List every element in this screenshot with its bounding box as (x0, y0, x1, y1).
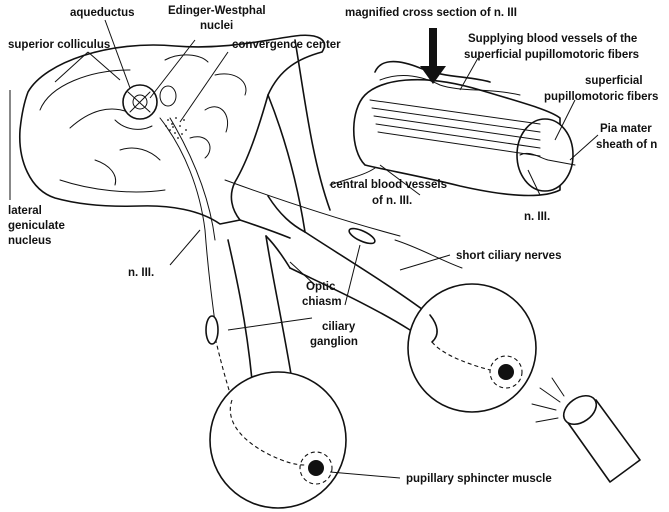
label-supplying-vessels-line2: superficial pupillomotoric fibers (464, 49, 639, 61)
label-superior-colliculus: superior colliculus (8, 39, 110, 51)
labels: aqueductus Edinger-Westphal nuclei super… (8, 5, 658, 485)
label-central-vessels-line2: of n. III. (372, 195, 412, 207)
brain-outline (19, 34, 326, 225)
label-pia-mater-line1: Pia mater (600, 123, 652, 135)
label-pointer-lines (9, 19, 599, 479)
down-arrow-icon (420, 28, 446, 84)
label-n3-left: n. III. (128, 267, 154, 279)
right-eyeball (407, 283, 537, 413)
label-optic-chiasm-line1: Optic (306, 281, 336, 293)
convergence-center-stipple (165, 117, 187, 139)
label-lateral-geniculate-line2: geniculate (8, 220, 65, 232)
midbrain-nuclei (114, 84, 177, 130)
label-n3-cross-section: n. III. (524, 211, 550, 223)
label-pupillary-sphincter: pupillary sphincter muscle (406, 473, 552, 485)
label-optic-chiasm-line2: chiasm (302, 296, 342, 308)
label-superficial-line1: superficial (585, 75, 643, 87)
ciliary-ganglion (205, 315, 219, 345)
label-central-vessels-line1: central blood vessels (330, 179, 447, 191)
label-pia-mater-line2: sheath of n (596, 139, 657, 151)
label-ciliary-ganglion-line1: ciliary (322, 321, 356, 333)
flashlight-icon (531, 377, 641, 483)
ciliary-ganglion-right (348, 227, 376, 245)
cross-section-cylinder (329, 60, 576, 197)
label-aqueductus: aqueductus (70, 7, 135, 19)
label-superficial-line2: pupillomotoric fibers (544, 91, 658, 103)
label-short-ciliary-nerves: short ciliary nerves (456, 250, 561, 262)
label-lateral-geniculate-line1: lateral (8, 205, 42, 217)
label-lateral-geniculate-line3: nucleus (8, 235, 51, 247)
optic-tracts (227, 39, 431, 381)
label-convergence-center: convergence center (232, 39, 341, 51)
label-magnified-cross-section: magnified cross section of n. III (345, 7, 517, 19)
left-eyeball (209, 371, 347, 509)
label-edinger-westphal-line2: nuclei (200, 20, 233, 32)
label-supplying-vessels-line1: Supplying blood vessels of the (468, 33, 637, 45)
label-ciliary-ganglion-line2: ganglion (310, 336, 358, 348)
label-edinger-westphal-line1: Edinger-Westphal (168, 5, 266, 17)
